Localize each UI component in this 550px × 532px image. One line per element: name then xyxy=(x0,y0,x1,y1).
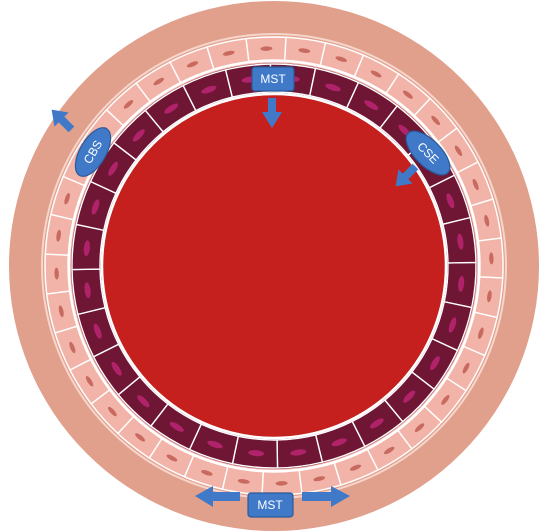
muscle-cell-nucleus xyxy=(335,56,347,62)
cse-transporter: CSE xyxy=(405,130,451,176)
lumen xyxy=(100,92,448,440)
endothelial-cell-nucleus xyxy=(457,233,464,250)
endothelial-cell-nucleus xyxy=(164,103,179,114)
muscle-cell-nucleus xyxy=(153,77,164,86)
muscle-cell-nucleus xyxy=(186,61,199,68)
mst-top-label: MST xyxy=(260,72,286,86)
endothelial-cell-nucleus xyxy=(83,240,90,257)
endothelial-cell-nucleus xyxy=(331,438,347,447)
muscle-cell-nucleus xyxy=(222,50,235,56)
endothelial-cell-nucleus xyxy=(248,450,265,457)
arrow-down-icon xyxy=(262,98,282,128)
muscle-cell-nucleus xyxy=(201,470,213,476)
muscle-cell-nucleus xyxy=(275,481,288,486)
muscle-cell-nucleus xyxy=(108,406,117,417)
endothelial-cell-nucleus xyxy=(84,282,91,299)
muscle-cell-nucleus xyxy=(54,267,59,280)
muscle-cell-nucleus xyxy=(135,433,146,442)
mst-bottom-label: MST xyxy=(257,498,283,512)
smooth-muscle-cells xyxy=(44,36,504,496)
muscle-cell-nucleus xyxy=(123,100,134,109)
muscle-cell-nucleus xyxy=(64,193,70,205)
muscle-cell-nucleus xyxy=(462,362,470,374)
muscle-cell-nucleus xyxy=(472,178,479,191)
muscle-cell-nucleus xyxy=(431,115,440,126)
arrow-up-left-icon xyxy=(51,109,75,133)
endothelial-cell-nucleus xyxy=(91,199,100,215)
muscle-cell-nucleus xyxy=(414,423,425,432)
cbs-transporter: CBS xyxy=(74,127,112,177)
endothelial-cell-nucleus xyxy=(364,100,379,110)
mst-transporter-top: MST xyxy=(251,66,295,128)
muscle-cell-nucleus xyxy=(349,464,362,471)
endothelial-cell-nucleus xyxy=(169,422,184,432)
muscle-cell-nucleus xyxy=(166,454,178,462)
muscle-cell-nucleus xyxy=(313,476,326,482)
endothelial-cell-nucleus xyxy=(137,395,150,408)
muscle-cell-nucleus xyxy=(441,394,450,405)
endothelial-cell-nucleus xyxy=(93,323,102,339)
muscle-cell-nucleus xyxy=(478,327,484,339)
muscle-cell-nucleus xyxy=(85,376,94,387)
arrow-right-icon xyxy=(302,486,350,507)
endothelial-cell-nucleus xyxy=(132,129,145,142)
endothelial-cell-nucleus xyxy=(201,85,217,94)
endothelial-cell-nucleus xyxy=(430,356,440,371)
endothelial-cell-nucleus xyxy=(403,390,416,403)
muscle-cell-nucleus xyxy=(402,90,413,99)
endothelial-cell-nucleus xyxy=(325,83,341,92)
endothelial-cell-nucleus xyxy=(369,418,384,429)
endothelial-cell-nucleus xyxy=(108,161,118,176)
muscle-cell-nucleus xyxy=(58,305,64,318)
endothelial-cell-nucleus xyxy=(458,275,465,292)
endothelial-cells xyxy=(71,63,477,469)
mst-transporter-bottom: MST xyxy=(195,486,350,518)
muscle-cell-nucleus xyxy=(489,252,494,265)
endothelial-cell-nucleus xyxy=(290,449,307,456)
muscle-cell-nucleus xyxy=(370,70,382,78)
arrow-down-left-icon xyxy=(395,163,419,187)
endothelial-cell-nucleus xyxy=(111,361,122,376)
muscle-cell-nucleus xyxy=(260,46,273,51)
endothelial-cell-nucleus xyxy=(446,193,455,209)
muscle-cell-nucleus xyxy=(69,341,76,354)
internal-membrane xyxy=(68,60,480,472)
muscle-cell-nucleus xyxy=(56,229,61,242)
muscle-cell-nucleus xyxy=(237,479,250,484)
muscle-cell-nucleus xyxy=(298,48,311,53)
muscle-cell-nucleus xyxy=(487,290,492,303)
muscle-cell-nucleus xyxy=(484,214,490,227)
arrow-left-icon xyxy=(195,486,240,507)
endothelial-cell-nucleus xyxy=(207,440,223,449)
endothelial-cell-nucleus xyxy=(448,317,457,333)
muscle-cell-nucleus xyxy=(454,145,463,156)
muscle-cell-nucleus xyxy=(384,446,395,455)
